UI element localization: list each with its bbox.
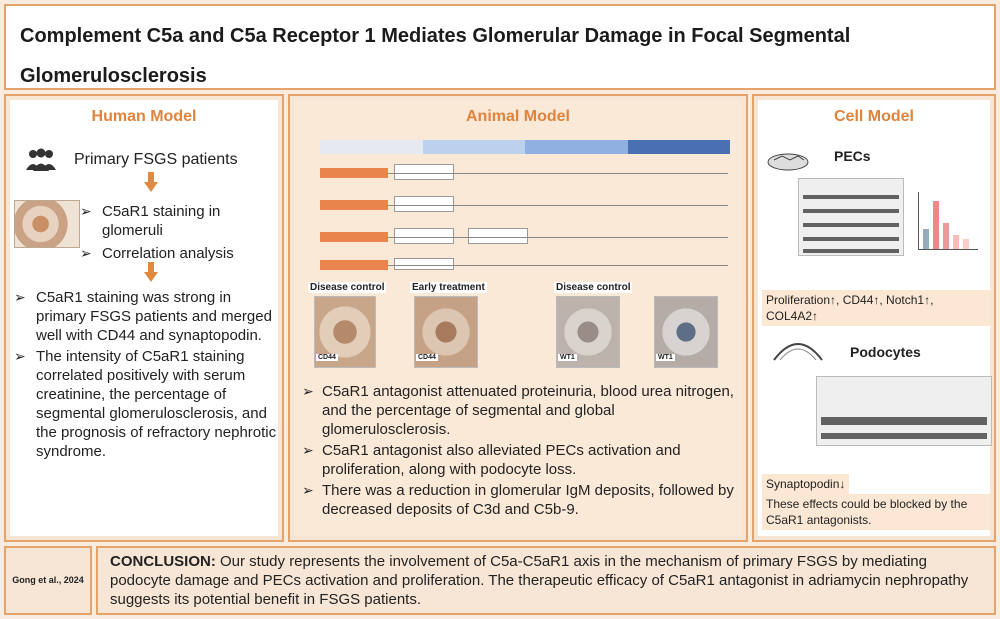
blot-band xyxy=(803,209,899,213)
citation-box: Gong et al., 2024 xyxy=(4,546,92,615)
mini-bar xyxy=(953,235,959,249)
citation: Gong et al., 2024 xyxy=(12,575,84,585)
micrograph-label: Early treatment xyxy=(410,282,487,293)
timeline-bar xyxy=(320,140,730,154)
timeline-line xyxy=(388,173,728,174)
human-finding: The intensity of C5aR1 staining correlat… xyxy=(14,347,278,461)
podocyte-result: Synaptopodin↓ xyxy=(762,474,850,494)
human-findings: C5aR1 staining was strong in primary FSG… xyxy=(14,288,278,463)
group-bar xyxy=(320,260,388,270)
blot-band xyxy=(821,433,987,439)
panel-label: WT1 xyxy=(656,354,675,361)
animal-model-heading: Animal Model xyxy=(465,108,570,125)
animal-finding: C5aR1 antagonist attenuated proteinuria,… xyxy=(300,382,746,439)
blot-band xyxy=(803,195,899,199)
animal-model-panel: Animal Model Disease control Early treat… xyxy=(288,94,748,542)
human-finding: C5aR1 staining was strong in primary FSG… xyxy=(14,288,278,345)
patients-row: Primary FSGS patients xyxy=(24,148,238,172)
western-blot xyxy=(798,178,904,256)
podocyte-icon xyxy=(773,343,823,361)
step-box xyxy=(394,196,454,212)
timeline-segment xyxy=(525,140,628,154)
panel-label: CD44 xyxy=(416,354,438,361)
micrograph-label: Disease control xyxy=(308,282,387,293)
panel-label: WT1 xyxy=(558,354,577,361)
people-icon xyxy=(26,148,56,171)
cell-model-inner: Cell Model PECs Proliferation↑, CD44↑, N… xyxy=(758,100,992,536)
glomeruli-stain-image xyxy=(14,200,80,248)
podocytes-label: Podocytes xyxy=(850,344,921,360)
step-box xyxy=(468,228,528,244)
arrow-down-icon xyxy=(144,262,158,282)
timeline-segment xyxy=(320,140,423,154)
blot-band xyxy=(803,237,899,241)
timeline-segment xyxy=(627,140,730,154)
step-box xyxy=(394,228,454,244)
western-blot xyxy=(816,376,992,446)
human-model-inner: Human Model Primary FSGS patients C5aR1 … xyxy=(10,100,278,536)
conclusion-text: Our study represents the involvement of … xyxy=(110,553,969,608)
timeline-line xyxy=(388,237,728,238)
animal-findings: C5aR1 antagonist attenuated proteinuria,… xyxy=(300,382,746,521)
human-steps: C5aR1 staining in glomeruli Correlation … xyxy=(80,202,280,265)
animal-model-inner: Animal Model Disease control Early treat… xyxy=(294,100,742,536)
mini-bar xyxy=(943,223,949,249)
pecs-label: PECs xyxy=(834,148,871,164)
mini-bar xyxy=(933,201,939,249)
cell-model-heading: Cell Model xyxy=(833,108,914,125)
group-bar xyxy=(320,232,388,242)
human-model-panel: Human Model Primary FSGS patients C5aR1 … xyxy=(4,94,284,542)
podocyte-note: These effects could be blocked by the C5… xyxy=(762,494,990,530)
mini-bar-chart xyxy=(918,192,978,250)
human-step: Correlation analysis xyxy=(80,244,280,263)
group-bar xyxy=(320,168,388,178)
pecs-result: Proliferation↑, CD44↑, Notch1↑, COL4A2↑ xyxy=(762,290,990,326)
title-box: Complement C5a and C5a Receptor 1 Mediat… xyxy=(4,4,996,90)
blot-band xyxy=(803,249,899,253)
conclusion-label: CONCLUSION: xyxy=(110,553,216,570)
conclusion-box: CONCLUSION: Our study represents the inv… xyxy=(96,546,996,615)
mini-bar xyxy=(923,229,929,249)
timeline-line xyxy=(388,265,728,266)
animal-finding: C5aR1 antagonist also alleviated PECs ac… xyxy=(300,441,746,479)
micrograph-label: Disease control xyxy=(554,282,633,293)
micrograph xyxy=(556,296,620,368)
figure-title: Complement C5a and C5a Receptor 1 Mediat… xyxy=(20,25,851,87)
cell-culture-icon xyxy=(767,153,809,171)
patients-label: Primary FSGS patients xyxy=(74,151,238,168)
step-box xyxy=(394,258,454,270)
mini-bar xyxy=(963,239,969,249)
timeline-segment xyxy=(422,140,525,154)
panel-label: CD44 xyxy=(316,354,338,361)
animal-finding: There was a reduction in glomerular IgM … xyxy=(300,481,746,519)
human-step: C5aR1 staining in glomeruli xyxy=(80,202,280,240)
arrow-down-icon xyxy=(144,172,158,192)
blot-band xyxy=(821,417,987,425)
human-model-heading: Human Model xyxy=(91,108,197,125)
group-bar xyxy=(320,200,388,210)
blot-band xyxy=(803,223,899,227)
timeline-line xyxy=(388,205,728,206)
cell-model-panel: Cell Model PECs Proliferation↑, CD44↑, N… xyxy=(752,94,996,542)
step-box xyxy=(394,164,454,180)
